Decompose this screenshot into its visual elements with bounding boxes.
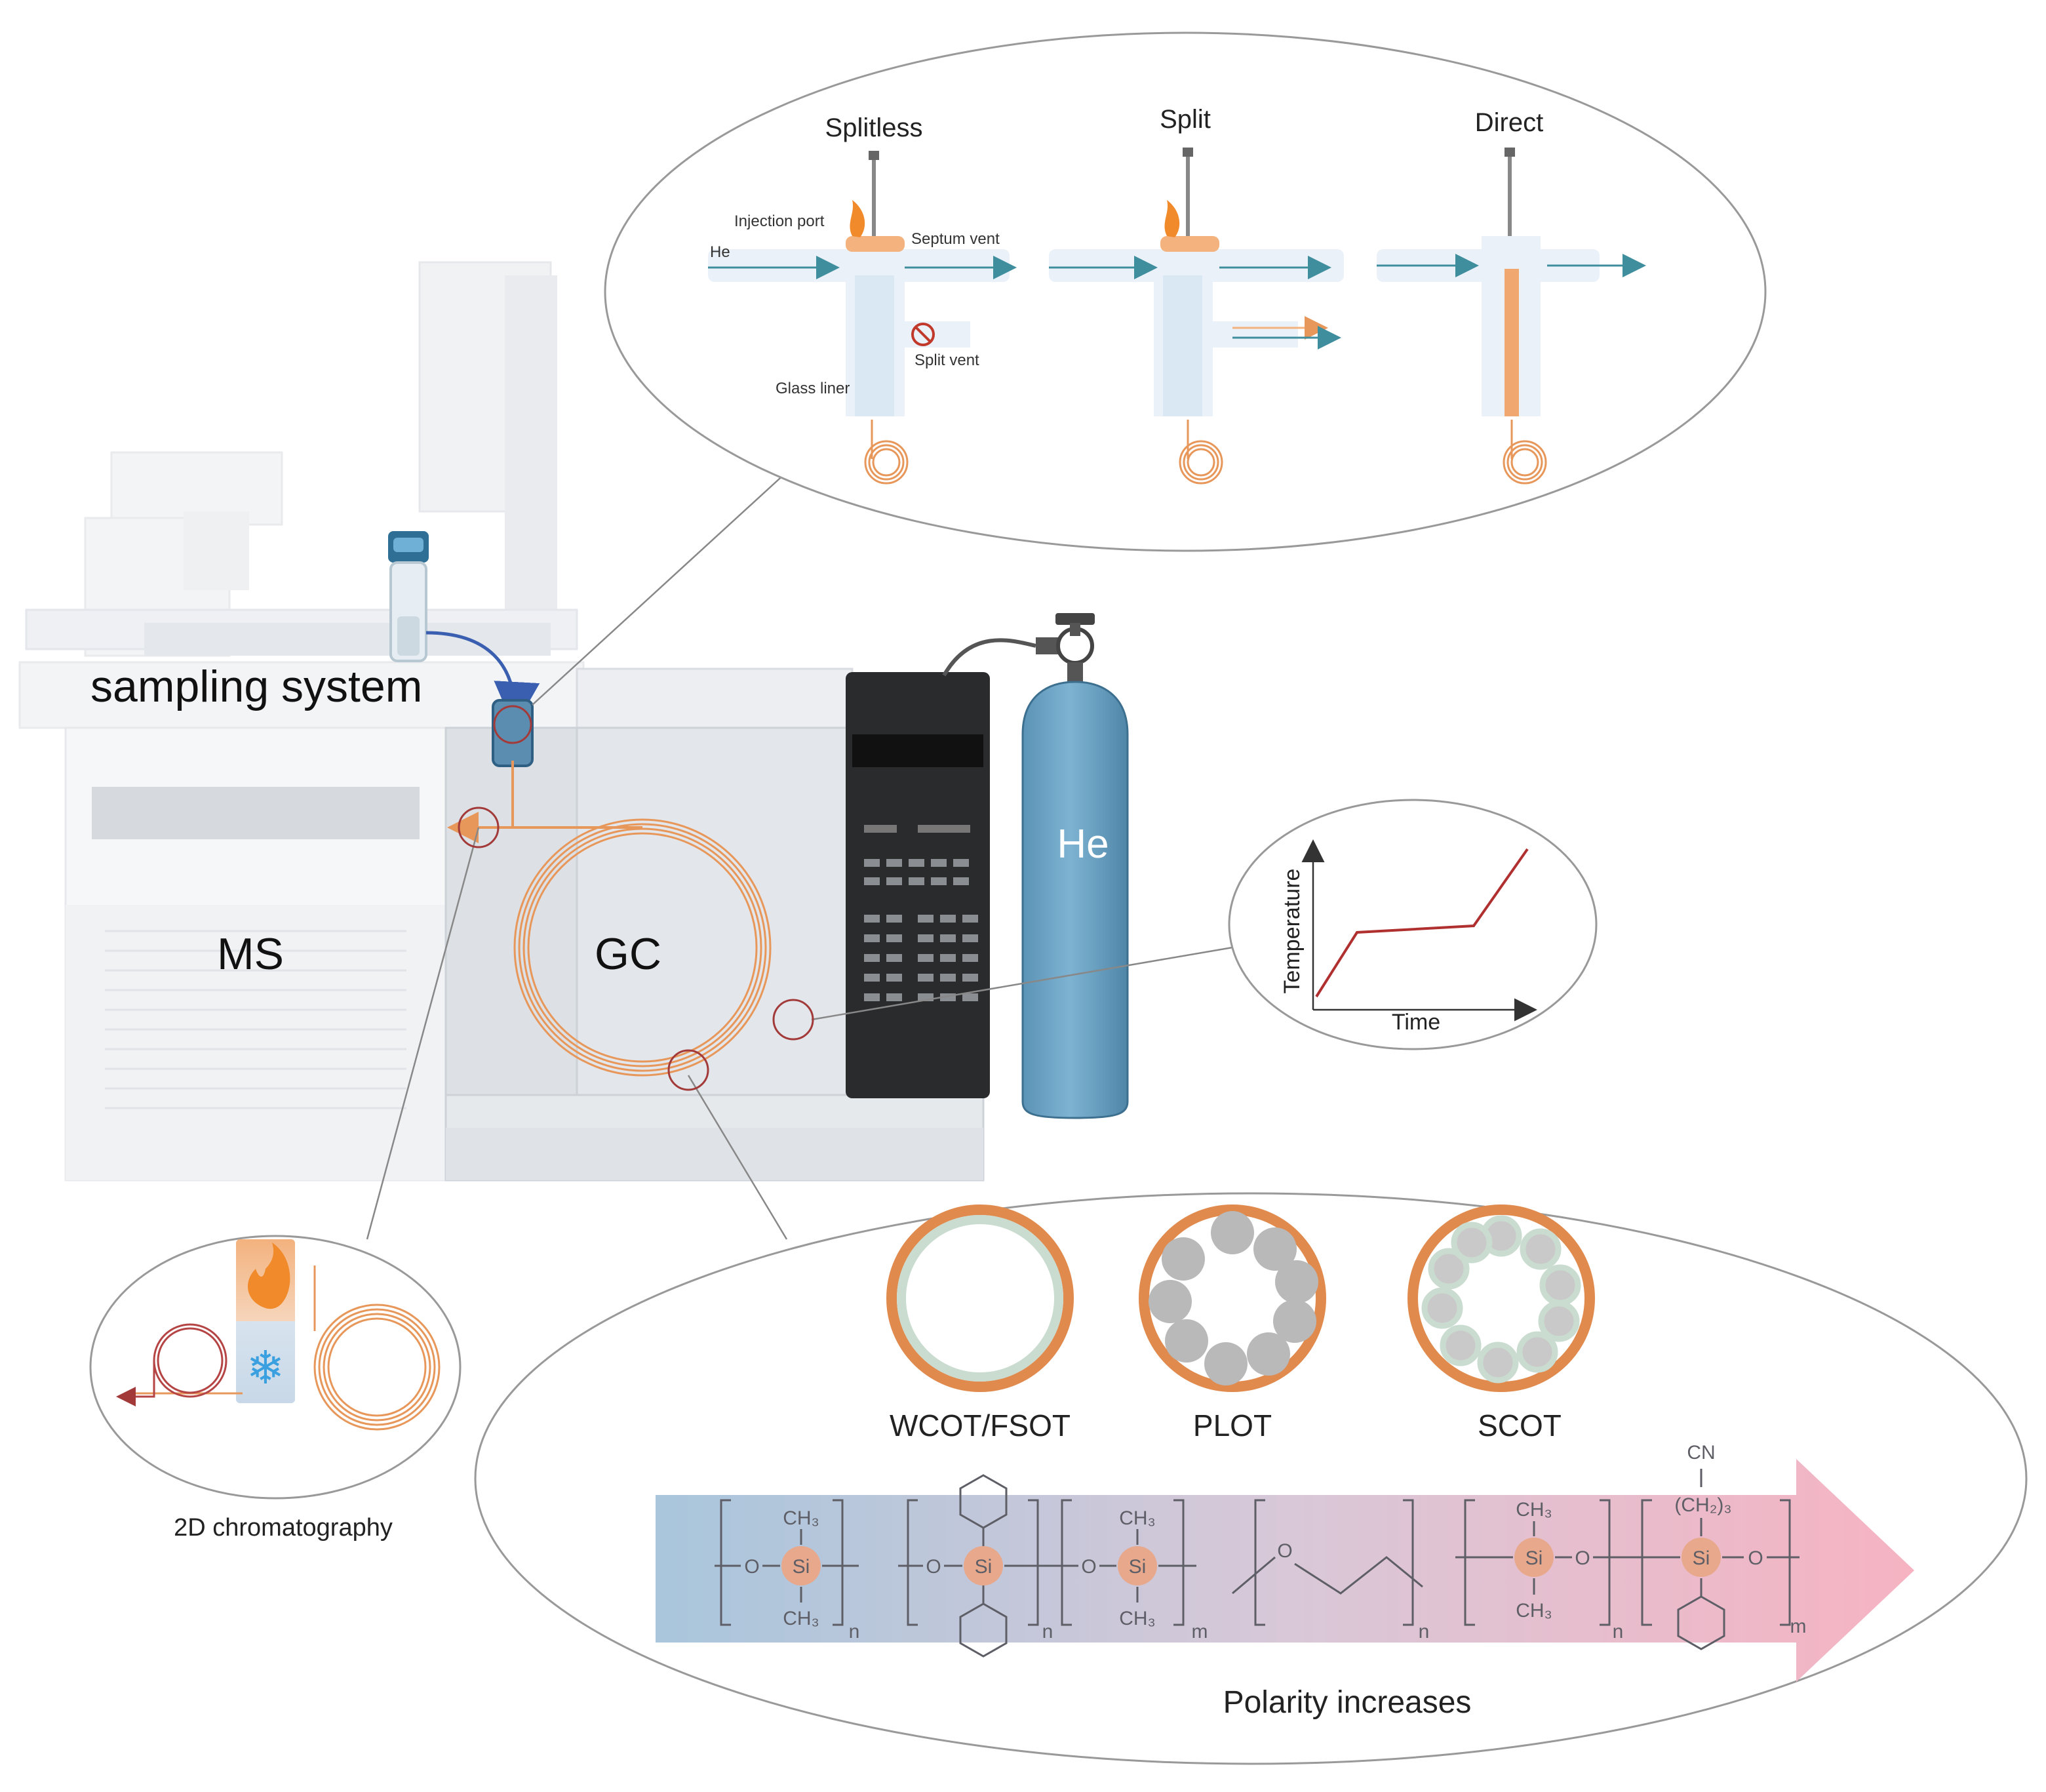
column-scot-label: SCOT [1478, 1408, 1562, 1443]
septum-vent-label: Septum vent [911, 230, 1000, 248]
he-cylinder-label: He [1057, 822, 1109, 867]
flame-icon [248, 1243, 290, 1309]
sample-vial [388, 531, 429, 662]
split-injector [1049, 148, 1344, 485]
si-label: Si [1525, 1547, 1543, 1569]
sampling-system [18, 261, 585, 729]
m-subscript: m [1790, 1616, 1807, 1637]
temperature-program: Time Temperature [1228, 799, 1598, 1050]
chemistry-labels: CH₃ CH₃ Si O n Si O n CH₃ CH₃ Si O m O n… [744, 1442, 1806, 1643]
ch3-label: CH₃ [1119, 1507, 1156, 1529]
gc-control-panel [846, 672, 990, 1098]
column-plot-label: PLOT [1193, 1408, 1272, 1443]
sampling-system-label: sampling system [90, 662, 422, 711]
zoom-markers [458, 705, 814, 1091]
ms-label: MS [217, 929, 284, 979]
ch3-label: CH₃ [783, 1507, 819, 1529]
two-d-chromatography-label: 2D chromatography [174, 1514, 393, 1542]
polarity-increases-label: Polarity increases [1223, 1685, 1472, 1720]
m-subscript: m [1192, 1621, 1208, 1643]
si-label: Si [975, 1556, 993, 1578]
ch2-3-label: (CH₂)₃ [1674, 1494, 1731, 1516]
he-inlet-label: He [710, 243, 730, 261]
ch3-label: CH₃ [1516, 1600, 1552, 1622]
n-subscript: n [849, 1621, 860, 1643]
si-label: Si [1693, 1547, 1710, 1569]
wcot-cross-section [886, 1205, 1074, 1392]
oven-ramp-line [1315, 848, 1529, 998]
n-subscript: n [1613, 1621, 1624, 1643]
o-label: O [1277, 1540, 1292, 1562]
splitless-injector [708, 151, 1017, 485]
o-label: O [926, 1556, 941, 1578]
o-label: O [744, 1556, 759, 1578]
mode-split-label: Split [1160, 105, 1211, 134]
split-vent-label: Split vent [915, 351, 979, 369]
ch3-label: CH₃ [1119, 1608, 1156, 1629]
ch3-label: CH₃ [783, 1608, 819, 1629]
direct-injector [1377, 148, 1646, 485]
polarity-arrow [656, 1459, 1914, 1682]
o-label: O [1575, 1547, 1590, 1569]
ms-instrument [64, 727, 447, 1182]
n-subscript: n [1419, 1621, 1430, 1643]
ch3-label: CH₃ [1516, 1499, 1552, 1521]
n-subscript: n [1042, 1621, 1053, 1643]
o-label: O [1081, 1556, 1096, 1578]
gc-column-coil [513, 818, 772, 1077]
plot-cross-section [1139, 1205, 1326, 1392]
cn-label: CN [1687, 1442, 1715, 1463]
two-d-chromatography: ❄ [89, 1235, 462, 1500]
column-wcot-label: WCOT/FSOT [890, 1408, 1071, 1443]
stationary-phase-structures [715, 1469, 1800, 1658]
gc-instrument [444, 667, 990, 1182]
o-label: O [1748, 1547, 1763, 1569]
mode-direct-label: Direct [1475, 108, 1543, 137]
he-cylinder [942, 613, 1129, 1119]
mode-splitless-label: Splitless [825, 113, 923, 142]
snowflake-icon: ❄ [246, 1342, 285, 1393]
zoom-connectors [366, 471, 1233, 1240]
si-label: Si [1129, 1556, 1147, 1578]
time-axis-label: Time [1392, 1010, 1440, 1035]
scot-cross-section [1407, 1205, 1595, 1392]
injection-port-label: Injection port [734, 212, 825, 230]
temperature-axis-label: Temperature [1280, 869, 1305, 994]
si-label: Si [793, 1556, 810, 1578]
gc-label: GC [595, 929, 661, 979]
glass-liner-label: Glass liner [776, 380, 850, 397]
